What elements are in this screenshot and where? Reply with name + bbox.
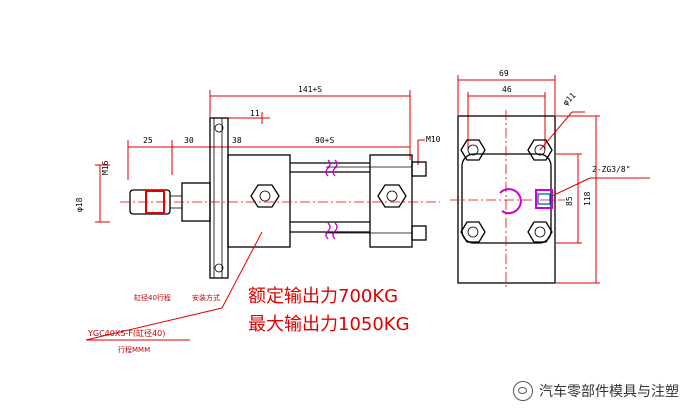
side-view-dimensions: 141+S 11 25 30 38 90+S M10 M16 φ18 (75, 85, 441, 223)
note-model: YGC40XS-F(缸径40) (87, 328, 165, 338)
dim-38: 38 (232, 136, 242, 145)
side-view-body (120, 117, 440, 279)
note-bore: 缸径40行程 (134, 293, 171, 302)
dim-phi11: φ11 (561, 91, 578, 108)
dim-90s: 90+S (315, 136, 334, 145)
dim-11: 11 (250, 109, 260, 118)
note-mount: 安装方式 (192, 293, 220, 302)
notes-block: 缸径40行程 安装方式 YGC40XS-F(缸径40) 行程MMM (85, 231, 263, 354)
rated-force: 额定输出力700KG (248, 286, 398, 307)
dim-total-length: 141+S (298, 85, 322, 94)
dim-25: 25 (143, 136, 153, 145)
dim-ports: 2-ZG3/8" (592, 165, 631, 174)
dim-118: 118 (583, 191, 592, 206)
watermark-text: 汽车零部件模具与注塑 (539, 384, 679, 400)
end-view: 69 46 φ11 2-ZG3/8" (450, 69, 650, 290)
wechat-icon (513, 381, 533, 401)
dim-m16: M16 (101, 160, 110, 175)
max-force: 最大输出力1050KG (248, 314, 410, 335)
note-stroke: 行程MMM (118, 345, 150, 354)
dim-m10: M10 (426, 135, 441, 144)
dim-46: 46 (502, 85, 512, 94)
dim-69: 69 (499, 69, 509, 78)
dim-30: 30 (184, 136, 194, 145)
dim-85: 85 (565, 196, 574, 206)
rating-block: 额定输出力700KG 最大输出力1050KG (248, 286, 410, 335)
watermark: 汽车零部件模具与注塑 (513, 381, 679, 401)
dim-phi18: φ18 (75, 197, 84, 212)
